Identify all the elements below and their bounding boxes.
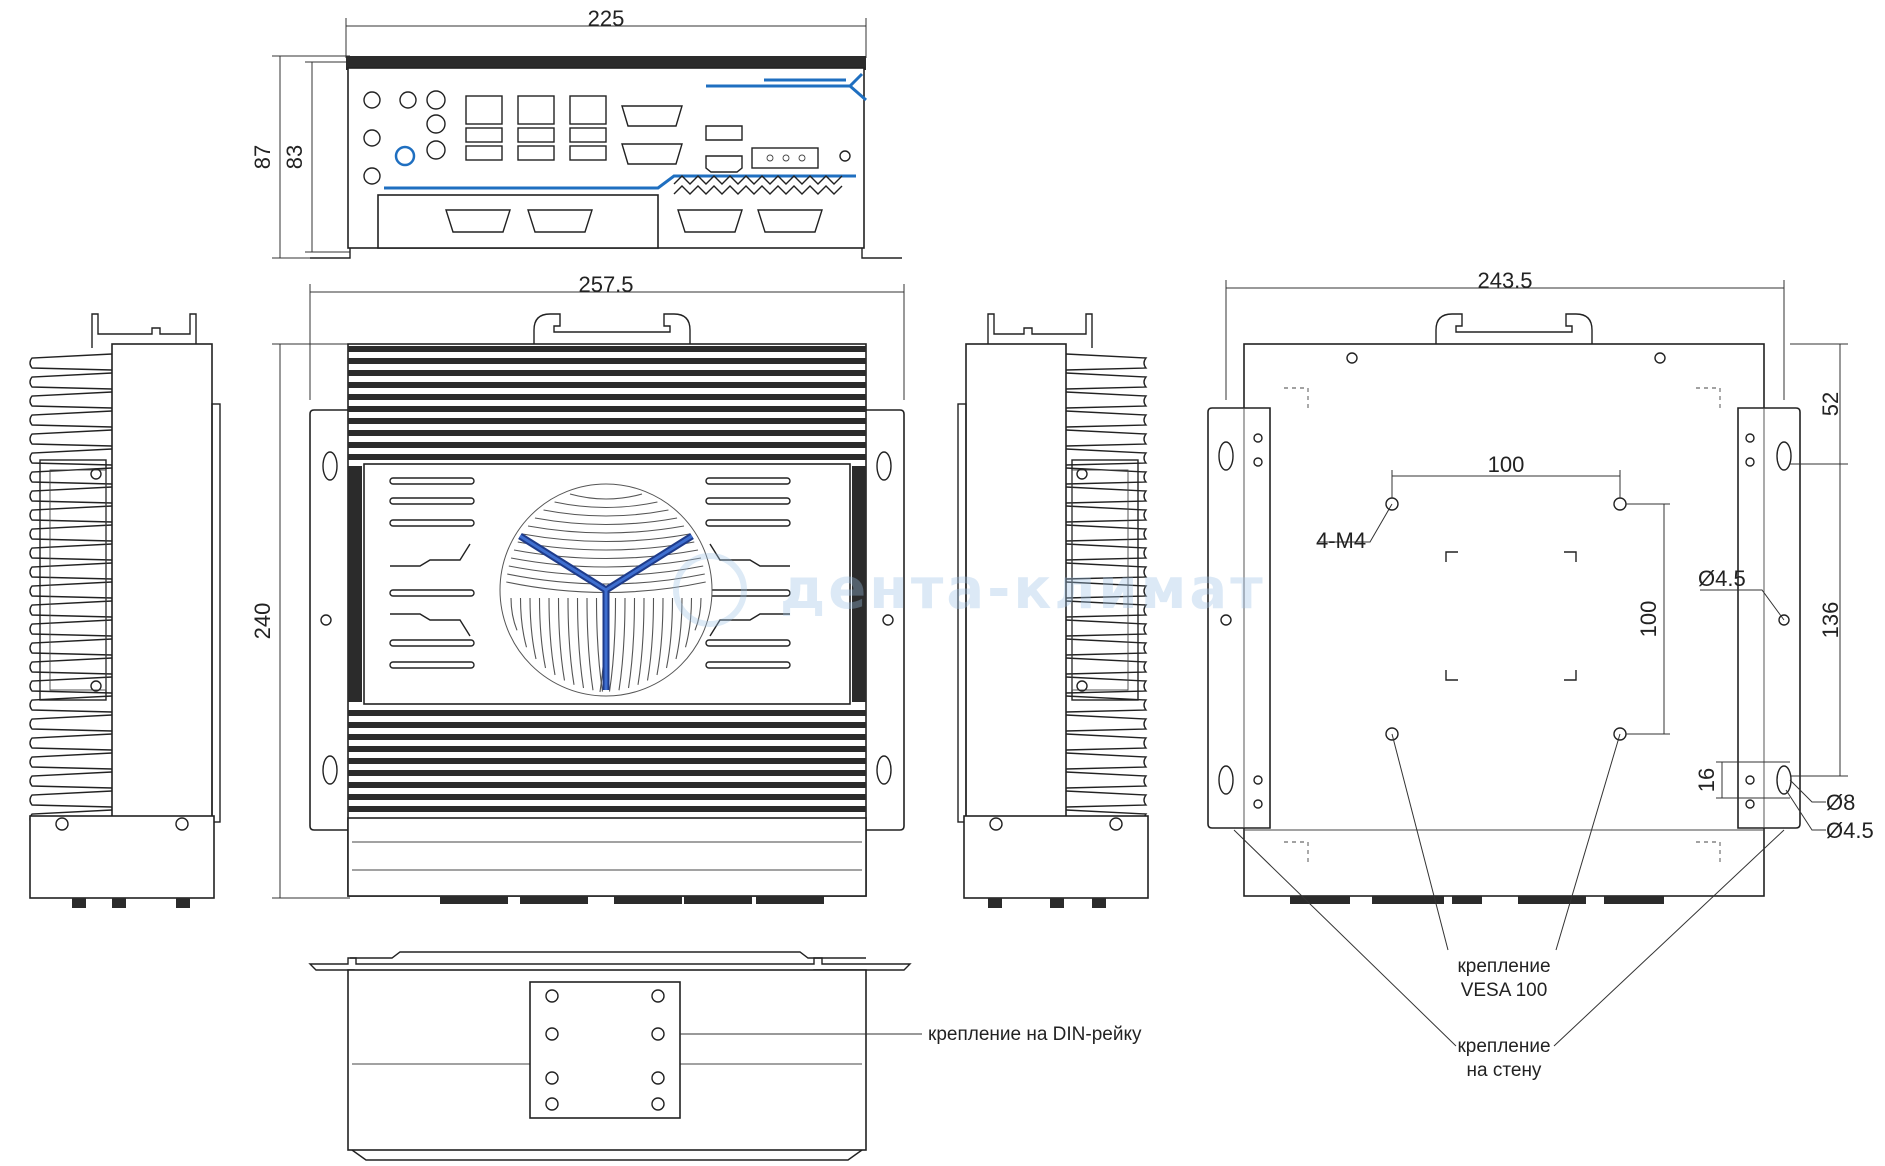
hole-dia-large-label: Ø8 (1826, 790, 1855, 815)
top-height-dim: 240 (250, 603, 275, 640)
right-side-view (957, 313, 1149, 908)
top-view: 257.5 240 (250, 272, 905, 904)
watermark-text: дента-климат (780, 557, 1266, 622)
slot-height-dim: 16 (1694, 768, 1719, 792)
front-width-dim: 225 (588, 6, 625, 31)
din-rail-clip (529, 981, 681, 1119)
left-side-view (29, 313, 221, 908)
din-rail-label: крепление на DIN-рейку (928, 1024, 1142, 1045)
watermark: дента-климат (673, 553, 1266, 627)
screw-spec-label: 4-M4 (1316, 528, 1366, 553)
side-middle-dim: 136 (1818, 602, 1843, 639)
side-top-dim: 52 (1818, 392, 1843, 416)
vesa-horizontal-dim: 100 (1488, 452, 1525, 477)
heatsink-dome (499, 483, 713, 697)
rear-view: 243.5 (1207, 268, 1874, 1081)
wall-label-line2: на стену (1467, 1060, 1542, 1081)
front-height-outer-dim: 87 (250, 145, 275, 169)
vesa-label-line2: VESA 100 (1461, 980, 1548, 1001)
front-height-inner-dim: 83 (282, 145, 307, 169)
hole-dia-lower-label: Ø4.5 (1826, 818, 1874, 843)
wall-label-line1: крепление (1457, 1036, 1550, 1057)
bottom-view: крепление на DIN-рейку (308, 951, 1142, 1161)
hole-dia-upper-label: Ø4.5 (1698, 566, 1746, 591)
top-width-dim: 257.5 (578, 272, 633, 297)
vesa-label-line1: крепление (1457, 956, 1550, 977)
vesa-vertical-dim: 100 (1636, 601, 1661, 638)
rear-width-dim: 243.5 (1477, 268, 1532, 293)
front-view: 225 87 83 (250, 6, 902, 259)
